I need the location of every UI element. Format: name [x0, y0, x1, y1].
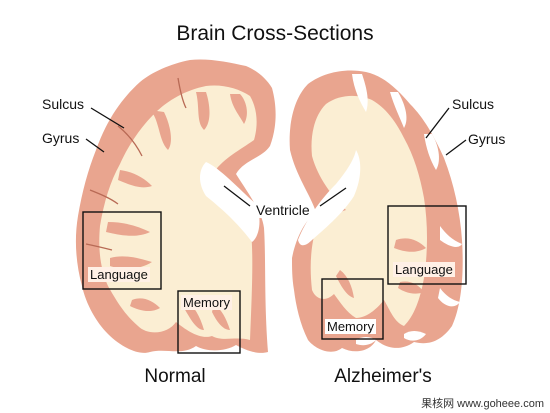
sulcus-label-alzheimers: Sulcus — [452, 96, 495, 112]
gyrus-label-alzheimers: Gyrus — [468, 131, 506, 147]
alzheimers-hemisphere — [289, 70, 463, 352]
ventricle-leader-left — [223, 185, 251, 207]
memory-box-normal — [177, 290, 241, 354]
sulcus-label-normal: Sulcus — [42, 96, 85, 112]
ventricle-leader-right — [319, 187, 347, 207]
diagram-title: Brain Cross-Sections — [176, 22, 374, 45]
memory-box-label-normal: Memory — [181, 295, 232, 310]
gyrus-leader-alzheimers — [445, 139, 467, 156]
language-box-alzheimers — [387, 205, 467, 285]
memory-box-label-alzheimers: Memory — [325, 319, 376, 334]
sulcus-leader-normal — [90, 107, 125, 129]
language-box-normal — [82, 211, 162, 290]
language-box-label-alzheimers: Language — [393, 262, 455, 277]
language-box-label-normal: Language — [88, 267, 150, 282]
caption-normal: Normal — [144, 366, 206, 387]
memory-box-alzheimers — [321, 278, 384, 340]
gyrus-leader-normal — [85, 138, 105, 153]
ventricle-label: Ventricle — [254, 202, 312, 218]
caption-alzheimers: Alzheimer's — [334, 366, 432, 387]
sulcus-leader-alzheimers — [425, 107, 450, 139]
normal-hemisphere — [75, 59, 276, 353]
watermark-text: 果核网 www.goheee.com — [421, 398, 544, 410]
gyrus-label-normal: Gyrus — [42, 130, 80, 146]
